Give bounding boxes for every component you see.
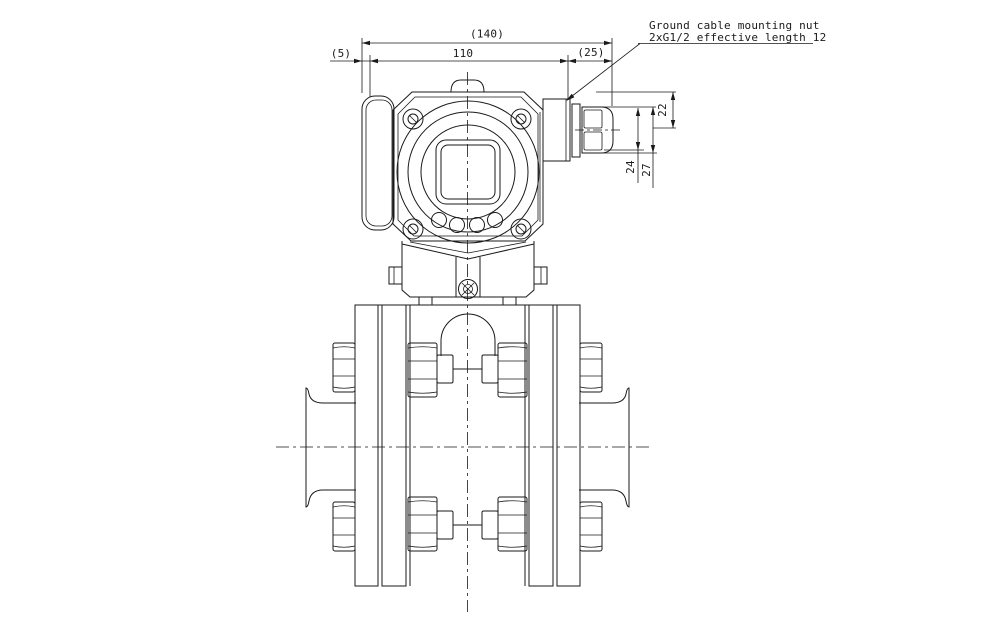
leader-line	[566, 43, 641, 101]
pipe-stub-left	[305, 387, 356, 508]
dim-body-width-label: 110	[453, 47, 473, 60]
dim-gland-width-label: (25)	[577, 46, 604, 59]
neck-side-tab-left	[388, 266, 403, 285]
head-housing-outline	[392, 91, 544, 242]
annotation-line2: 2xG1/2 effective length 12	[649, 31, 826, 44]
dim-overall-width-label: (140)	[470, 28, 504, 41]
dimensions-top: (140) (5) 110 (25)	[330, 28, 613, 106]
centerlines	[276, 72, 649, 612]
flange-plates-left	[354, 304, 411, 587]
gland-annotation: Ground cable mounting nut 2xG1/2 effecti…	[566, 19, 826, 101]
dim-across-flats-label: 24	[624, 160, 637, 174]
annotation-line1: Ground cable mounting nut	[649, 19, 820, 32]
conduit-boss	[542, 98, 571, 162]
lcd-display	[435, 139, 501, 205]
bezel-inner-ring	[420, 124, 516, 220]
dim-gland-height-label: 22	[656, 103, 669, 117]
dim-across-corners-label: 27	[640, 163, 653, 177]
neck-side-tab-right	[533, 266, 548, 285]
housing-neck	[388, 241, 548, 299]
pipe-stub-right	[579, 387, 630, 508]
transmitter-head	[361, 79, 571, 244]
head-top-boss	[450, 79, 485, 93]
flange-plates-right	[524, 304, 581, 587]
side-cover-left	[361, 95, 395, 231]
bolts-upper-row	[332, 342, 603, 398]
diaphragm-dome	[440, 313, 496, 356]
bezel-outer-ring	[396, 100, 540, 244]
cover-screws	[402, 108, 532, 240]
flange-assembly	[305, 296, 630, 587]
vent-screw	[458, 279, 478, 299]
bolts-lower-row	[332, 496, 603, 552]
bezel-mid-ring	[407, 111, 529, 233]
dimensions-gland: 22 24 27	[592, 91, 676, 188]
leader-arrowhead	[566, 93, 575, 101]
push-buttons	[431, 212, 503, 233]
cable-gland	[571, 103, 614, 158]
dim-left-offset-label: (5)	[331, 47, 351, 60]
